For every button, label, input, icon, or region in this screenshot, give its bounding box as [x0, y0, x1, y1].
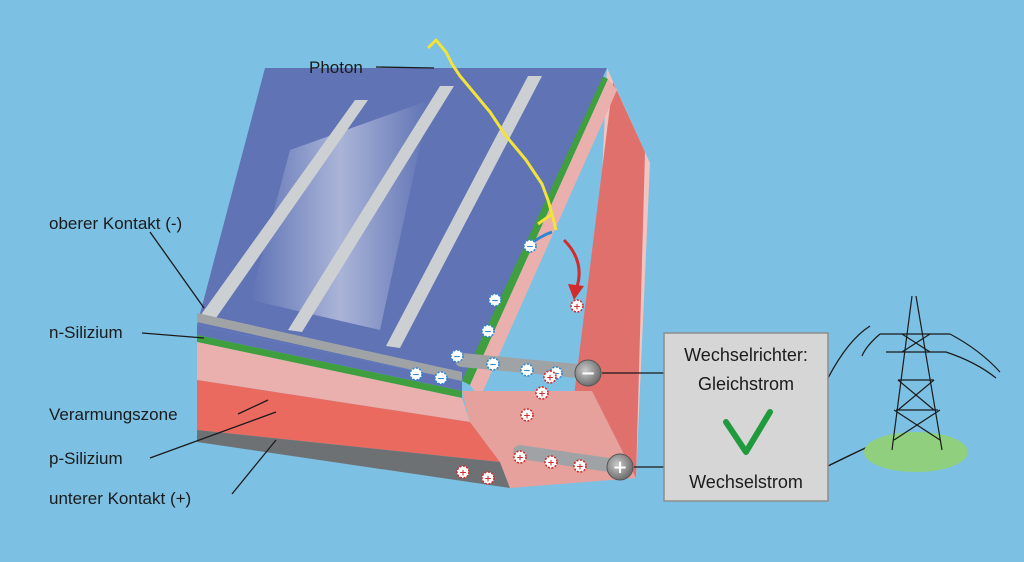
svg-text:+: +: [547, 459, 555, 469]
svg-text:+: +: [523, 412, 531, 422]
svg-text:−: −: [580, 363, 595, 384]
charge-carriers: −−−−−−−−−+++++++++: [409, 239, 587, 485]
hole-icon: +: [543, 370, 557, 384]
svg-text:−: −: [412, 371, 420, 381]
label-p-silicon: p-Silizium: [49, 449, 123, 468]
hole-path-arrow: [562, 238, 581, 291]
front-p-layer: [197, 380, 500, 462]
electron-icon: −: [409, 367, 423, 381]
hole-icon: +: [573, 459, 587, 473]
contact-finger-1: [200, 100, 368, 318]
label-bottom-contact: unterer Kontakt (+): [49, 489, 191, 508]
contact-finger-3: [386, 76, 542, 348]
minus-terminal-icon: −: [574, 359, 602, 387]
svg-text:−: −: [491, 297, 499, 307]
front-n-layer: [197, 325, 462, 391]
inverter-box: Wechselrichter: Gleichstrom Wechselstrom: [663, 332, 829, 502]
top-contact-leader-line: [149, 231, 205, 309]
hole-icon: +: [481, 471, 495, 485]
electron-icon: −: [434, 371, 448, 385]
svg-text:+: +: [459, 469, 467, 479]
contact-finger-2: [288, 86, 454, 332]
electron-icon: −: [520, 363, 534, 377]
svg-text:−: −: [489, 361, 497, 371]
electron-icon: −: [450, 349, 464, 363]
svg-text:+: +: [484, 475, 492, 485]
bottom-contact-leader-line: [231, 439, 277, 495]
svg-text:+: +: [516, 454, 524, 464]
positive-wire: [513, 445, 623, 473]
down-arrow-icon: [723, 409, 773, 455]
inverter-output-label: Wechselstrom: [689, 472, 803, 492]
solar-cell: [197, 38, 650, 488]
photon-leader-line: [375, 66, 435, 69]
hole-icon: +: [544, 455, 558, 469]
electron-icon: −: [488, 293, 502, 307]
depletion-leader-line: [237, 399, 269, 415]
svg-text:−: −: [437, 375, 445, 385]
p-silicon-leader-line: [149, 411, 277, 459]
front-green-line: [197, 335, 462, 398]
electron-icon: −: [481, 324, 495, 338]
front-depletion-layer: [197, 342, 470, 422]
label-n-silicon: n-Silizium: [49, 323, 123, 342]
side-n-strip: [462, 75, 608, 385]
svg-text:−: −: [526, 243, 534, 253]
inverter-title: Wechselrichter:: [684, 345, 808, 365]
contact-busbar: [197, 313, 462, 381]
side-depletion-strip: [470, 79, 617, 398]
svg-text:−: −: [453, 353, 461, 363]
electron-icon: −: [486, 357, 500, 371]
hole-icon: +: [520, 408, 534, 422]
label-depletion-zone: Verarmungszone: [49, 405, 178, 424]
photon-wave-icon: [426, 38, 554, 215]
svg-text:+: +: [573, 303, 581, 313]
panel-glare: [250, 100, 430, 330]
svg-text:−: −: [484, 328, 492, 338]
inverter-input-label: Gleichstrom: [698, 374, 794, 394]
svg-text:−: −: [523, 367, 531, 377]
electron-icon: −: [523, 239, 537, 253]
n-silicon-leader-line: [141, 332, 205, 339]
grid-cable-upper: [827, 325, 871, 379]
svg-text:+: +: [538, 390, 546, 400]
plus-terminal-icon: +: [606, 453, 634, 481]
svg-text:−: −: [552, 370, 560, 380]
front-bottom-contact: [197, 430, 510, 488]
svg-text:+: +: [612, 457, 627, 478]
label-photon: Photon: [309, 58, 363, 77]
photon-arrow-icon: [537, 211, 558, 231]
hole-icon: +: [535, 386, 549, 400]
power-pylon-icon: [861, 295, 1001, 472]
hole-arrow-head: [568, 284, 584, 300]
label-top-contact: oberer Kontakt (-): [49, 214, 182, 233]
hole-icon: +: [513, 450, 527, 464]
svg-text:+: +: [576, 463, 584, 473]
svg-text:+: +: [546, 374, 554, 384]
hole-icon: +: [570, 299, 584, 313]
labels: Photon oberer Kontakt (-) n-Silizium Ver…: [49, 58, 363, 508]
hole-icon: +: [456, 465, 470, 479]
